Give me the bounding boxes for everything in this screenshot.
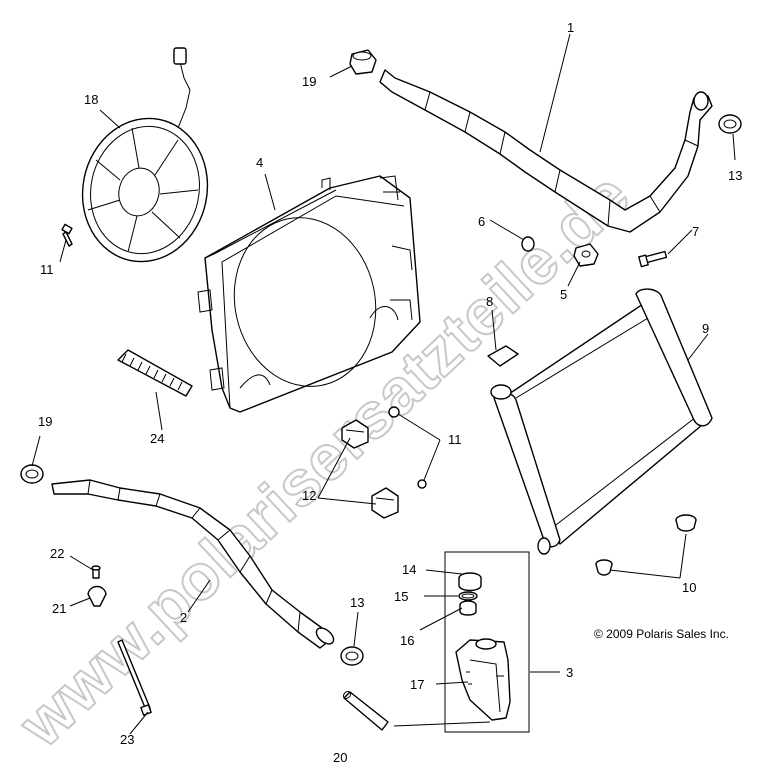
- o-ring: [458, 591, 478, 601]
- reservoir-cap: [458, 572, 482, 592]
- clip-21: [87, 585, 107, 607]
- screw-right: [638, 250, 668, 268]
- callout-19a: 19: [302, 74, 316, 89]
- grommet-upper: [675, 514, 697, 532]
- filler-neck: [459, 600, 477, 616]
- callout-16: 16: [400, 633, 414, 648]
- copyright-notice: © 2009 Polaris Sales Inc.: [594, 627, 729, 641]
- callout-2: 2: [180, 610, 187, 625]
- fan-shroud: [197, 175, 421, 413]
- callout-23: 23: [120, 732, 134, 747]
- callout-19b: 19: [38, 414, 52, 429]
- mount-bracket: [487, 345, 519, 367]
- cable-tie: [117, 639, 152, 716]
- bolt-nut-right: [388, 406, 427, 489]
- callout-6: 6: [478, 214, 485, 229]
- callout-15: 15: [394, 589, 408, 604]
- clamp-lower: [340, 646, 364, 666]
- callout-14: 14: [402, 562, 416, 577]
- coolant-reservoir: [455, 638, 511, 721]
- mount-lower: [371, 487, 399, 519]
- callout-18: 18: [84, 92, 98, 107]
- radiator: [490, 288, 713, 555]
- callout-11a: 11: [40, 262, 54, 277]
- callout-5: 5: [560, 287, 567, 302]
- callout-17: 17: [410, 677, 424, 692]
- lower-hose: [51, 479, 335, 649]
- screw-22: [91, 565, 101, 579]
- callout-9: 9: [702, 321, 709, 336]
- callout-11b: 11: [448, 432, 462, 447]
- clamp-left: [20, 464, 44, 484]
- overflow-hose: [342, 691, 389, 731]
- clamp-top: [349, 49, 377, 75]
- callout-3: 3: [566, 665, 573, 680]
- callout-7: 7: [692, 224, 699, 239]
- bolt-left: [61, 223, 73, 247]
- callout-20: 20: [333, 750, 347, 765]
- grommet-small: [521, 236, 535, 252]
- callout-24: 24: [150, 431, 164, 446]
- callout-10: 10: [682, 580, 696, 595]
- reservoir-group-box: [444, 551, 530, 733]
- callout-12: 12: [302, 488, 316, 503]
- callout-8: 8: [486, 294, 493, 309]
- grommet-lower: [595, 559, 613, 576]
- upper-hose: [379, 69, 713, 233]
- callout-13b: 13: [350, 595, 364, 610]
- hose-sleeve: [117, 349, 193, 397]
- rubber-mount: [573, 243, 599, 267]
- callouts: 1 2 3 4 5 6 7 8 9 10 11 11 12 13 13 14 1…: [38, 20, 742, 765]
- leader-lines: [31, 33, 736, 735]
- cooling-fan: [81, 47, 209, 263]
- callout-4: 4: [256, 155, 263, 170]
- callout-13a: 13: [728, 168, 742, 183]
- callout-1: 1: [567, 20, 574, 35]
- callout-22: 22: [50, 546, 64, 561]
- callout-21: 21: [52, 601, 66, 616]
- clamp-right: [718, 114, 742, 134]
